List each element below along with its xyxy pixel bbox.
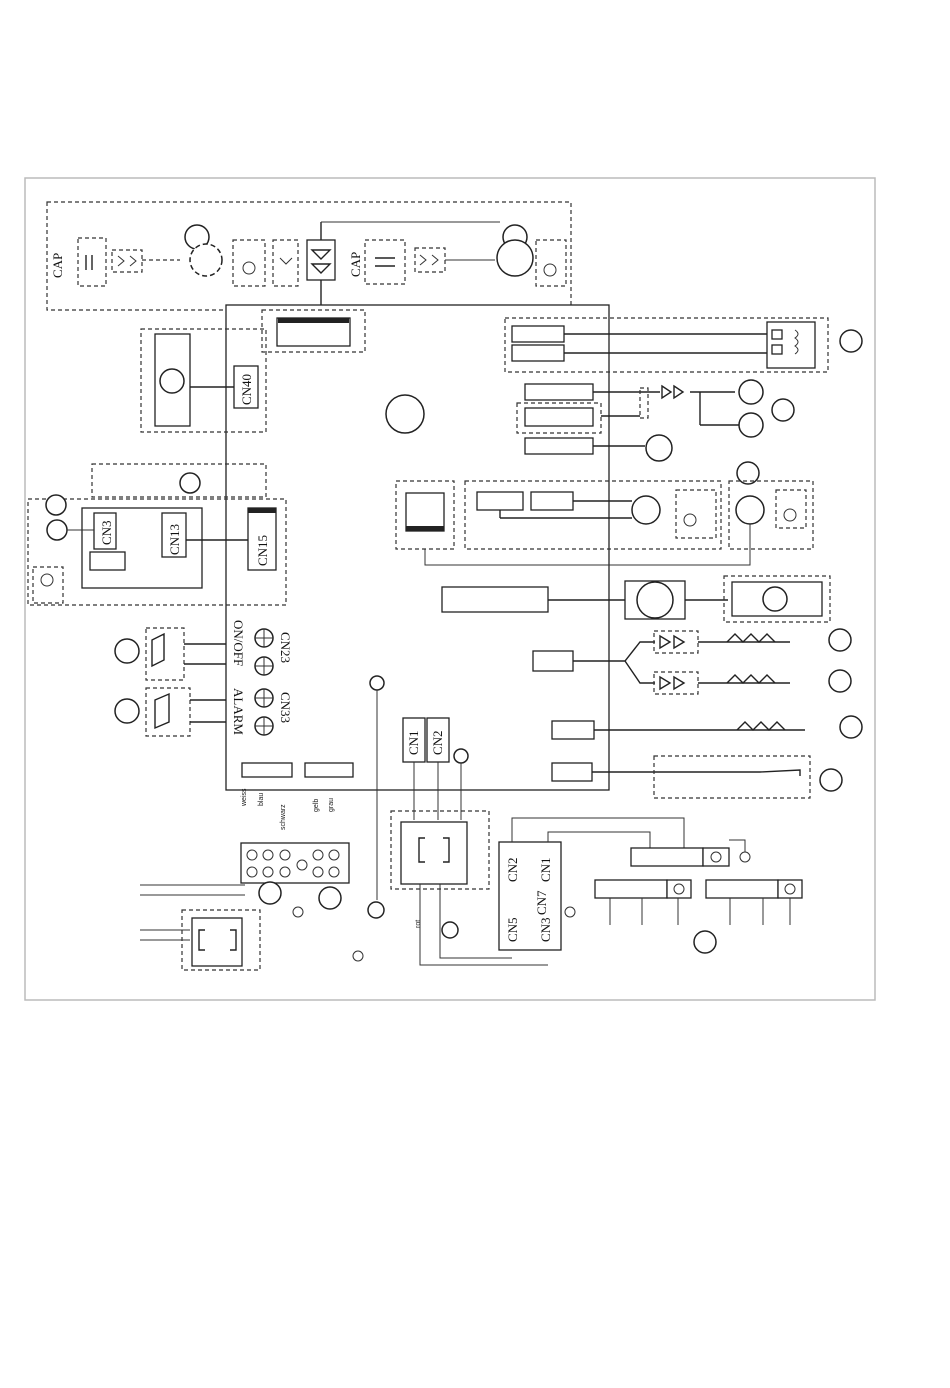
- cn1-label: CN1: [406, 730, 421, 755]
- term-cn2-label: CN2: [505, 857, 520, 882]
- terminal-block: weiss blau schwarz gelb grau: [140, 763, 363, 970]
- wire-schwarz-label: schwarz: [280, 804, 287, 830]
- term-cn5-label: CN5: [505, 917, 520, 942]
- wire-blau-label: blau: [258, 793, 265, 806]
- alarm-label: ALARM: [231, 688, 246, 735]
- cn23-label: CN23: [278, 632, 293, 663]
- rectifier: [307, 240, 335, 280]
- cn40-label: CN40: [239, 374, 254, 405]
- on-off-label: ON/OFF: [231, 620, 246, 666]
- term-cn3-label: CN3: [538, 917, 553, 942]
- term-cn1-label: CN1: [538, 857, 553, 882]
- wire-rot-label: rot: [415, 920, 422, 928]
- cn15-label: CN15: [255, 535, 270, 566]
- cap-right-label: CAP: [348, 252, 363, 277]
- cn3-label: CN3: [99, 520, 114, 545]
- terminal-connectors: CN2 CN1 CN7 CN5 CN3: [499, 818, 802, 953]
- term-cn7-label: CN7: [534, 890, 549, 915]
- cn33-label: CN33: [278, 692, 293, 723]
- wire-gelb-label: gelb: [313, 799, 320, 812]
- cn2-label: CN2: [430, 730, 445, 755]
- cn13-label: CN13: [167, 524, 182, 555]
- wire-weiss-label: weiss: [241, 788, 248, 807]
- ground-icon: [544, 264, 556, 276]
- right-connectors: [505, 318, 862, 461]
- outdoor-unit-section: CAP CAP: [47, 202, 571, 318]
- pcb-indicator: [386, 395, 424, 433]
- wire-grau-label: grau: [328, 798, 335, 812]
- cap-left-label: CAP: [50, 253, 65, 278]
